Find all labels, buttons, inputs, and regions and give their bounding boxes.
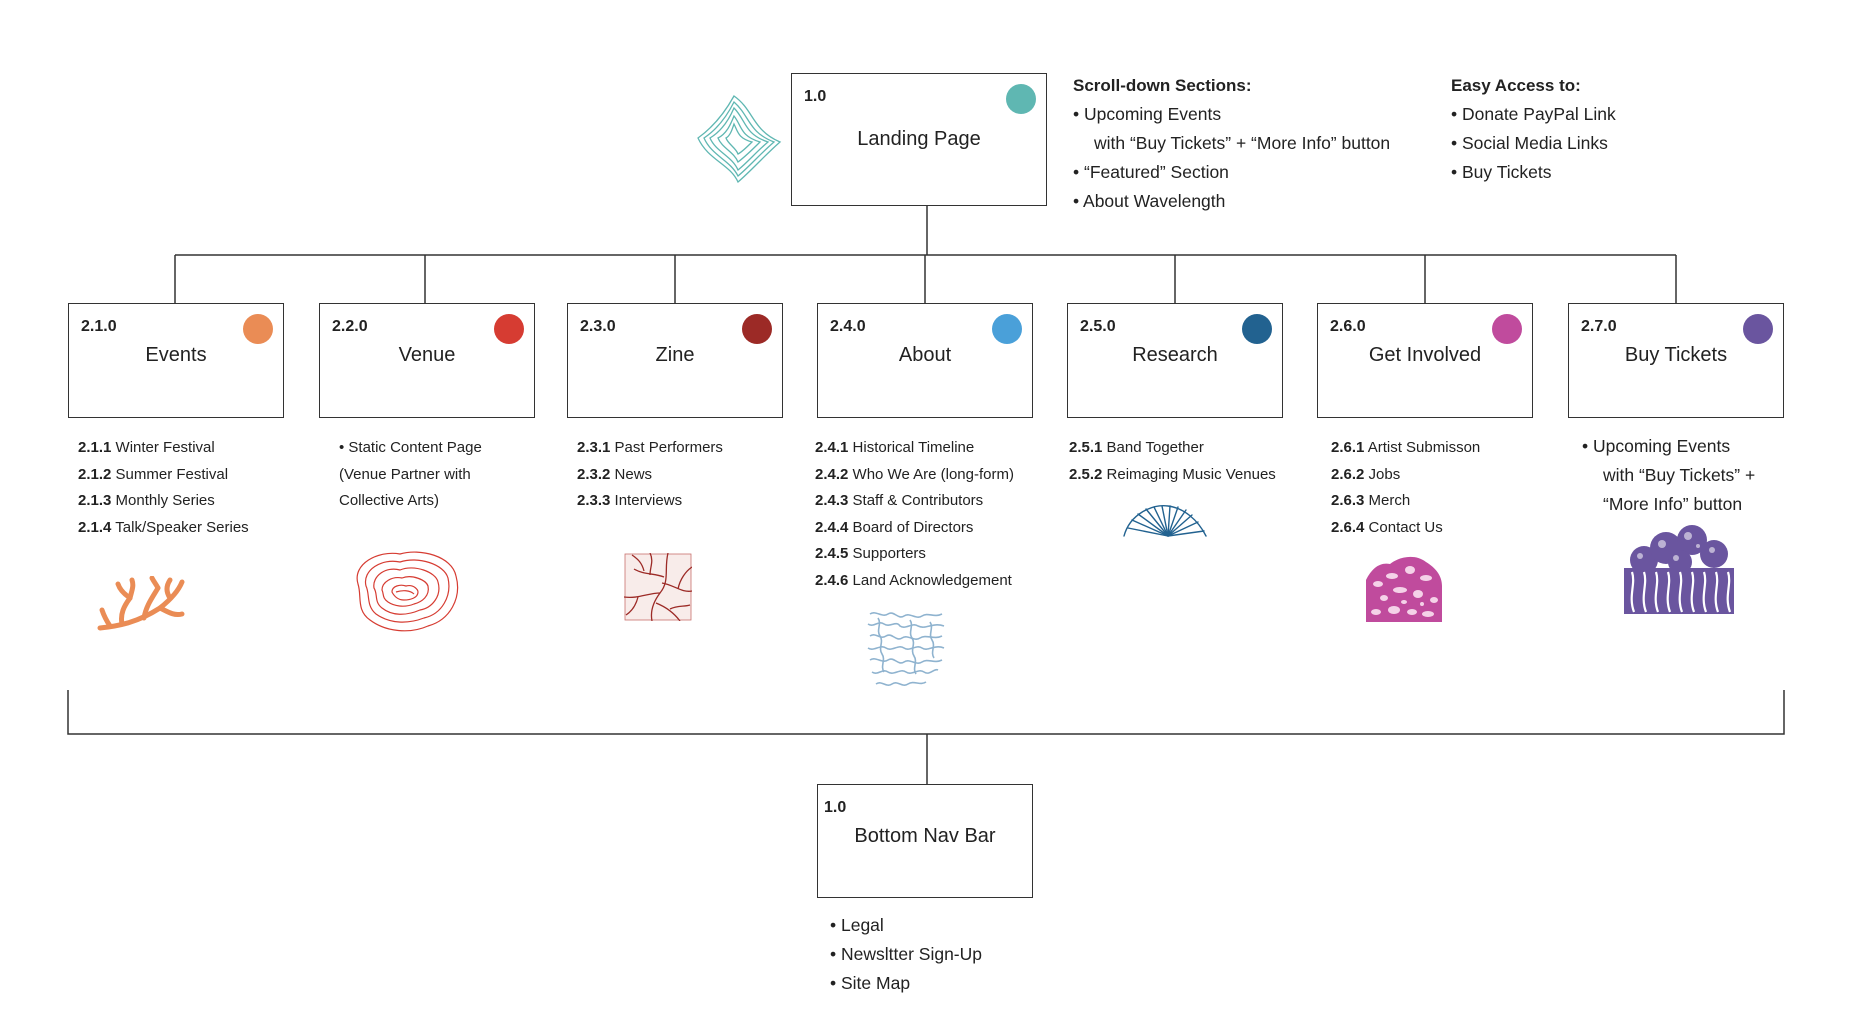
trees-icon	[1622, 524, 1736, 616]
note-line: • Static Content Page	[339, 439, 482, 456]
section-color-dot	[243, 314, 273, 344]
scroll-section-line: with “Buy Tickets” + “More Info” button	[1094, 133, 1391, 153]
squiggle-icon	[864, 608, 950, 694]
section-color-dot	[494, 314, 524, 344]
note-line: Collective Arts)	[339, 492, 440, 509]
coral-icon	[94, 575, 188, 638]
subpage-item: 2.1.2 Summer Festival	[78, 465, 229, 483]
bottom-nav-number: 1.0	[824, 799, 847, 816]
section-number: 2.6.0	[1330, 318, 1366, 335]
easy-access-line: • Donate PayPal Link	[1451, 104, 1616, 124]
wave-ribbon-icon	[694, 90, 786, 188]
get-involved-subpages-list: 2.6.1 Artist Submisson 2.6.2 Jobs 2.6.3 …	[1331, 435, 1480, 541]
bottom-nav-line: • Newsltter Sign-Up	[830, 944, 983, 964]
section-number: 2.3.0	[580, 318, 616, 335]
section-node-events: 2.1.0 Events	[68, 303, 284, 418]
subpage-item: 2.5.2 Reimaging Music Venues	[1069, 465, 1276, 483]
bottom-nav-items: • Legal • Newsltter Sign-Up • Site Map	[830, 911, 982, 998]
note-line: with “Buy Tickets” +	[1603, 465, 1756, 485]
venue-notes-list: • Static Content Page (Venue Partner wit…	[339, 435, 482, 515]
subpage-item: 2.3.1 Past Performers	[577, 439, 723, 456]
section-node-research: 2.5.0 Research	[1067, 303, 1283, 418]
note-line: • Upcoming Events	[1582, 436, 1731, 456]
easy-access-line: • Social Media Links	[1451, 133, 1608, 153]
subpage-item: 2.4.5 Supporters	[815, 545, 926, 562]
subpage-item: 2.5.1 Band Together	[1069, 439, 1204, 456]
subpage-item: 2.4.3 Staff & Contributors	[815, 492, 984, 509]
subpage-item: 2.3.3 Interviews	[577, 492, 683, 509]
section-number: 2.7.0	[1581, 318, 1617, 335]
subpage-item: 2.4.2 Who We Are (long-form)	[815, 465, 1014, 483]
section-color-dot	[992, 314, 1022, 344]
note-line: (Venue Partner with	[339, 465, 471, 483]
easy-access-list: Easy Access to: • Donate PayPal Link • S…	[1451, 71, 1616, 187]
bottom-nav-title: Bottom Nav Bar	[854, 825, 996, 847]
section-title: Venue	[398, 344, 456, 366]
subpage-item: 2.6.2 Jobs	[1331, 465, 1401, 483]
scroll-sections-heading: Scroll-down Sections:	[1073, 76, 1252, 95]
bottom-nav-line: • Legal	[830, 915, 884, 935]
section-number: 2.1.0	[81, 318, 117, 335]
research-subpages-list: 2.5.1 Band Together 2.5.2 Reimaging Musi…	[1069, 435, 1276, 488]
section-color-dot	[1242, 314, 1272, 344]
about-subpages-list: 2.4.1 Historical Timeline 2.4.2 Who We A…	[815, 435, 1014, 594]
cells-icon	[1364, 550, 1444, 624]
section-title: Get Involved	[1368, 344, 1482, 366]
bottom-nav-line: • Site Map	[830, 973, 911, 993]
subpage-item: 2.6.1 Artist Submisson	[1331, 439, 1481, 456]
easy-access-line: • Buy Tickets	[1451, 162, 1552, 182]
section-color-dot	[742, 314, 772, 344]
subpage-item: 2.1.4 Talk/Speaker Series	[78, 518, 249, 536]
shell-icon	[1120, 502, 1210, 538]
scroll-sections-list: Scroll-down Sections: • Upcoming Events …	[1073, 71, 1390, 216]
subpage-item: 2.4.4 Board of Directors	[815, 518, 974, 536]
maze-blob-icon	[348, 546, 462, 634]
easy-access-heading: Easy Access to:	[1451, 76, 1581, 95]
events-subpages-list: 2.1.1 Winter Festival 2.1.2 Summer Festi…	[78, 435, 249, 541]
landing-page-number: 1.0	[804, 88, 827, 105]
subpage-item: 2.1.3 Monthly Series	[78, 492, 215, 509]
section-node-venue: 2.2.0 Venue	[319, 303, 535, 418]
landing-color-dot	[1006, 84, 1036, 114]
note-line: “More Info” button	[1603, 494, 1743, 514]
zine-subpages-list: 2.3.1 Past Performers 2.3.2 News 2.3.3 I…	[577, 435, 723, 515]
subpage-item: 2.4.6 Land Acknowledgement	[815, 571, 1012, 589]
scroll-section-line: • About Wavelength	[1073, 191, 1226, 211]
section-title: Buy Tickets	[1624, 344, 1728, 366]
subpage-item: 2.6.4 Contact Us	[1331, 518, 1443, 536]
section-node-zine: 2.3.0 Zine	[567, 303, 783, 418]
subpage-item: 2.6.3 Merch	[1331, 492, 1411, 509]
subpage-item: 2.4.1 Historical Timeline	[815, 439, 975, 456]
scroll-section-line: • Upcoming Events	[1073, 104, 1222, 124]
bottom-nav-node: 1.0 Bottom Nav Bar	[817, 784, 1033, 898]
landing-page-title: Landing Page	[857, 128, 981, 150]
section-color-dot	[1492, 314, 1522, 344]
scroll-section-line: • “Featured” Section	[1073, 162, 1229, 182]
section-number: 2.4.0	[830, 318, 866, 335]
section-node-about: 2.4.0 About	[817, 303, 1033, 418]
section-node-buy-tickets: 2.7.0 Buy Tickets	[1568, 303, 1784, 418]
section-title: Zine	[655, 344, 695, 366]
buy-tickets-notes-list: • Upcoming Events with “Buy Tickets” + “…	[1582, 432, 1755, 519]
subpage-item: 2.3.2 News	[577, 465, 653, 483]
landing-page-node: 1.0 Landing Page	[791, 73, 1047, 206]
section-title: Events	[145, 344, 207, 366]
section-color-dot	[1743, 314, 1773, 344]
section-title: About	[898, 344, 952, 366]
veins-icon	[623, 552, 693, 622]
section-number: 2.5.0	[1080, 318, 1116, 335]
subpage-item: 2.1.1 Winter Festival	[78, 439, 215, 456]
section-number: 2.2.0	[332, 318, 368, 335]
section-title: Research	[1132, 344, 1218, 366]
section-node-get-involved: 2.6.0 Get Involved	[1317, 303, 1533, 418]
